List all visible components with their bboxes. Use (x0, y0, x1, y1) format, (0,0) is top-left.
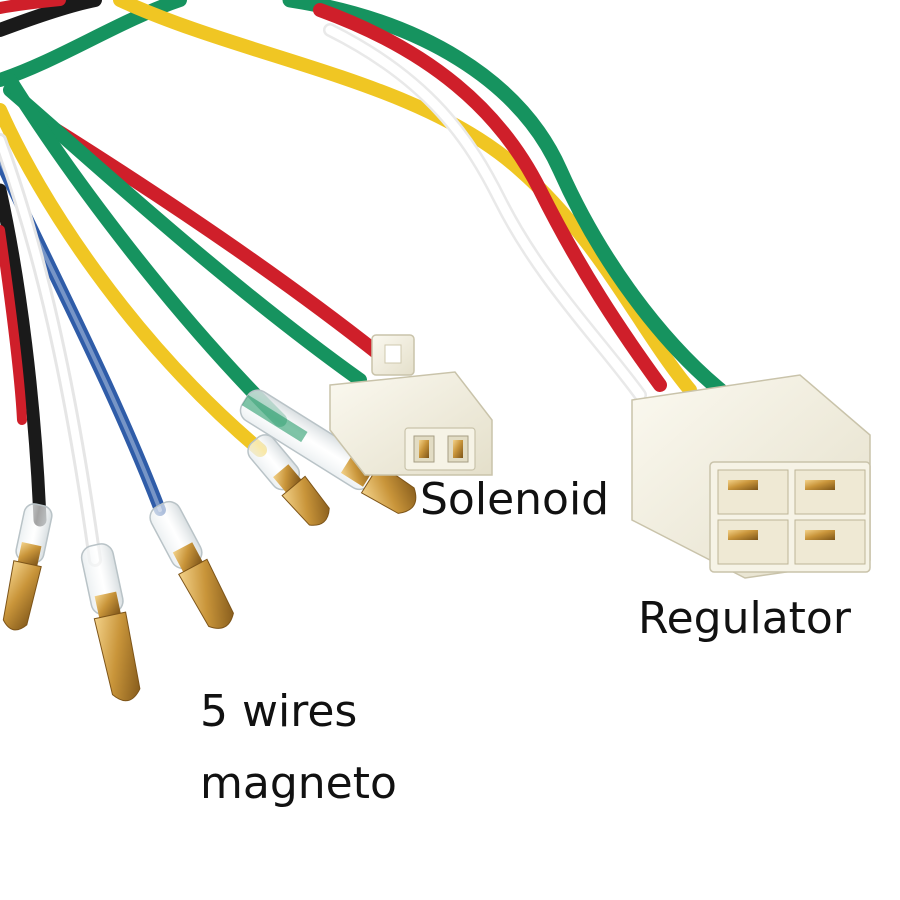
solenoid-label: Solenoid (420, 474, 610, 525)
red-wire-bullet (0, 225, 27, 425)
yellow-wire-bullet (0, 103, 267, 457)
bullet-connector-yellow (247, 434, 330, 526)
regulator-label: Regulator (638, 593, 851, 644)
bullet-connector-black (2, 503, 53, 631)
yellow-wire-regulator (113, 0, 697, 397)
red-wire-regulator (313, 3, 667, 392)
magneto-wires (0, 73, 287, 567)
black-wire-top (0, 0, 102, 37)
magneto-label-line2: magneto (200, 758, 397, 809)
red-wire-top (0, 0, 66, 14)
solenoid-connector (329, 334, 493, 476)
green-wire-regulator (282, 0, 728, 398)
white-wire-highlight (325, 25, 645, 400)
black-wire-bullet (0, 183, 47, 527)
regulator-wires (113, 0, 728, 402)
green-wire-bullet (3, 73, 287, 427)
regulator-connector (631, 374, 871, 579)
bullet-connector-white (80, 543, 141, 702)
green-wire-top (0, 0, 187, 87)
bullet-connector-blue (149, 500, 234, 629)
white-wire-bullet-highlight (0, 136, 99, 564)
magneto-label-line1: 5 wires (200, 686, 358, 737)
wire-bundle-top (0, 0, 187, 87)
bullet-connector-green (239, 389, 417, 514)
